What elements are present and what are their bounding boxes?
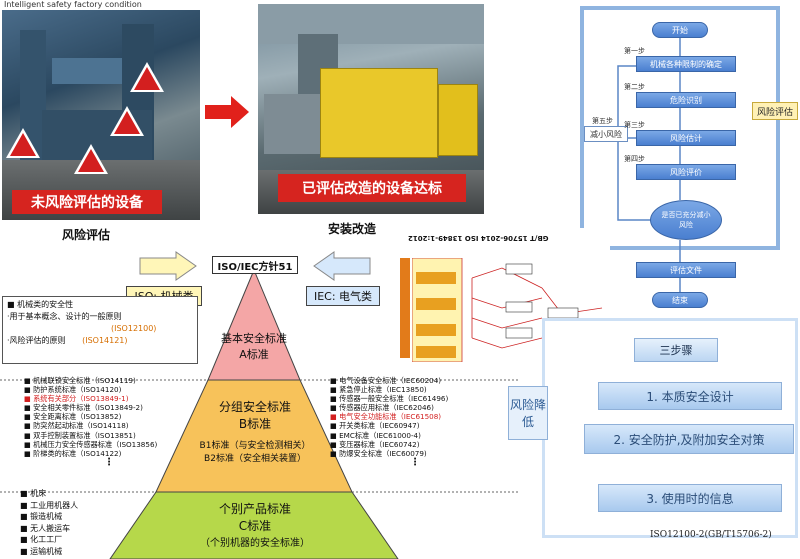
warning-icon xyxy=(130,62,164,92)
risk-reduction-text: 风险降低 xyxy=(509,398,546,429)
list-item: ■ 双手控制装置标准（ISO13851) xyxy=(24,430,136,440)
flow-limits: 机械各种限制的确定 xyxy=(636,56,736,72)
list-item: ■ 电气安全功能标准（IEC61508) xyxy=(330,412,442,422)
list-item: ■ 防爆安全标准（IEC60079) xyxy=(330,448,427,458)
list-item: ■ 传感器一般安全标准（IEC61496) xyxy=(330,394,449,404)
level-a-title: 基本安全标准 xyxy=(221,332,287,345)
iec-electrical-label: IEC: 电气类 xyxy=(313,290,373,303)
list-item: ■ 防护系统标准（ISO14120) xyxy=(24,385,122,395)
assessed-banner: 已评估改造的设备达标 xyxy=(278,174,466,202)
list-item: ■ 机械联锁安全标准（ISO14119) xyxy=(24,376,136,385)
list-item: ■ 锻造机械 xyxy=(20,512,63,521)
mech-item: (ISO14121) xyxy=(82,336,128,345)
flow-decision-label: 是否已充分减小风险 xyxy=(661,211,711,229)
level-c-sub: C标准 xyxy=(238,519,272,533)
flow-risk-evaluation: 风险评价 xyxy=(636,164,736,180)
iso-reference: ISO12100-2(GB/T15706-2) xyxy=(650,530,772,540)
flow-hazard-identification: 危险识别 xyxy=(636,92,736,108)
list-item: ■ 运输机械 xyxy=(20,546,63,556)
level-b-sub: B标准 xyxy=(238,417,272,431)
more-dots: ⋮ xyxy=(104,456,114,468)
level-a-sub: A标准 xyxy=(239,348,269,361)
level-b-b1: B1标准（与安全检测相关） xyxy=(199,441,311,451)
risk-graph-lines xyxy=(412,258,603,362)
flow-documentation: 评估文件 xyxy=(636,262,736,278)
level-a-text: 基本安全标准 A标准 xyxy=(208,330,300,362)
flow-step5-tag: 第五步 xyxy=(592,117,613,125)
flow-step2-tag: 第二步 xyxy=(624,83,645,91)
flow-reduce-risk: 减小风险 xyxy=(584,126,628,142)
level-b-b2: B2标准（安全相关装置） xyxy=(204,454,306,464)
list-item: ■ 工业用机器人 xyxy=(20,500,79,510)
level-c-note: （个别机器的安全标准） xyxy=(200,538,310,549)
warning-icon xyxy=(6,128,40,158)
list-item: ■ 化工工厂 xyxy=(20,535,63,544)
installation-retrofit-label: 安装改造 xyxy=(328,222,377,236)
list-item: ■ 安全相关零件标准（ISO13849-2) xyxy=(24,403,143,413)
list-item: ■ 变压器标准（IEC60742) xyxy=(330,439,420,449)
mech-item: ■ 机械类的安全性 xyxy=(7,300,74,309)
flow-step3-tag: 第三步 xyxy=(624,121,645,129)
more-dots: ⋮ xyxy=(410,456,420,468)
unassessed-banner: 未风险评估的设备 xyxy=(12,190,162,214)
flow-reduce-risk-label: 减小风险 xyxy=(590,129,622,139)
step-inherent-design: 1. 本质安全设计 xyxy=(598,382,782,410)
steps-title: 三步骤 xyxy=(634,338,718,362)
list-item: ■ 无人搬运车 xyxy=(20,523,71,533)
list-item: ■ 开关类标准（IEC60947) xyxy=(330,421,420,431)
list-item: ■ 电气设备安全标准（IEC60204) xyxy=(330,376,442,385)
list-item: ■ EMC标准（IEC61000-4) xyxy=(330,430,421,440)
flow-side-label: 风险评估 xyxy=(752,102,798,120)
warning-icon xyxy=(110,106,144,136)
risk-reduction-label: 风险降低 xyxy=(508,386,548,440)
list-item: ■ 机床 xyxy=(20,489,47,498)
list-item: ■ 机械压力安全传感器标准（ISO13856) xyxy=(24,439,158,449)
level-c-title: 个别产品标准 xyxy=(218,502,291,516)
list-item: ■ 系统有关部分（ISO13849-1) xyxy=(24,394,129,404)
standards-pyramid xyxy=(0,251,520,559)
retrofitted-equipment-photo: 已评估改造的设备达标 xyxy=(258,4,484,214)
flow-step1-tag: 第一步 xyxy=(624,47,645,55)
b-left-list: ■ 机械联锁安全标准（ISO14119) ■ 防护系统标准（ISO14120) … xyxy=(24,376,157,467)
flow-start: 开始 xyxy=(652,22,708,38)
list-item: ■ 紧急停止标准（IEC13850) xyxy=(330,385,427,395)
level-b-text: 分组安全标准 B标准 B1标准（与安全检测相关） B2标准（安全相关装置） xyxy=(170,398,340,464)
flow-step4-tag: 第四步 xyxy=(624,155,645,163)
mech-item: ·用于基本概念、设计的一般原则 xyxy=(7,312,122,321)
pyramid-title: ISO/IEC方针51 xyxy=(212,256,298,274)
iec-electrical-callout: IEC: 电气类 xyxy=(306,286,380,306)
list-item: ■ 阶梯类的标准（ISO14122) xyxy=(24,448,122,458)
c-list: ■ 机床 ■ 工业用机器人 ■ 锻造机械 ■ 无人搬运车 ■ 化工工厂 ■ 运输… xyxy=(20,488,78,557)
step-safeguarding: 2. 安全防护,及附加安全对策 xyxy=(584,424,794,454)
level-b-title: 分组安全标准 xyxy=(218,400,291,414)
warning-icon xyxy=(74,144,108,174)
flow-end: 结束 xyxy=(652,292,708,308)
mech-item: ·风险评估的原则 xyxy=(7,336,66,345)
mech-item: (ISO12100) xyxy=(111,324,157,333)
flow-decision: 是否已充分减小风险 xyxy=(650,200,722,240)
b-right-list: ■ 电气设备安全标准（IEC60204) ■ 紧急停止标准（IEC13850) … xyxy=(330,376,448,467)
level-c-text: 个别产品标准 C标准 （个别机器的安全标准） xyxy=(160,500,350,549)
risk-assessment-label: 风险评估 xyxy=(62,228,111,242)
flow-risk-estimation: 风险估计 xyxy=(636,130,736,146)
pl-risk-graph-table: GB/T 15706-2014 ISO 13849-1:2012 xyxy=(398,228,610,364)
mechanical-safety-box: ■ 机械类的安全性 ·用于基本概念、设计的一般原则 (ISO12100) ·风险… xyxy=(2,296,198,364)
unassessed-equipment-photo: 未风险评估的设备 xyxy=(2,10,200,220)
list-item: ■ 安全距离标准（ISO13852) xyxy=(24,412,122,422)
list-item: ■ 传感器应用标准（IEC62046) xyxy=(330,403,434,413)
arrow-right-icon xyxy=(205,96,249,128)
step-information-for-use: 3. 使用时的信息 xyxy=(598,484,782,512)
photo-top-caption: Intelligent safety factory condition xyxy=(4,0,142,9)
list-item: ■ 防突然起动标准（ISO14118) xyxy=(24,421,129,431)
